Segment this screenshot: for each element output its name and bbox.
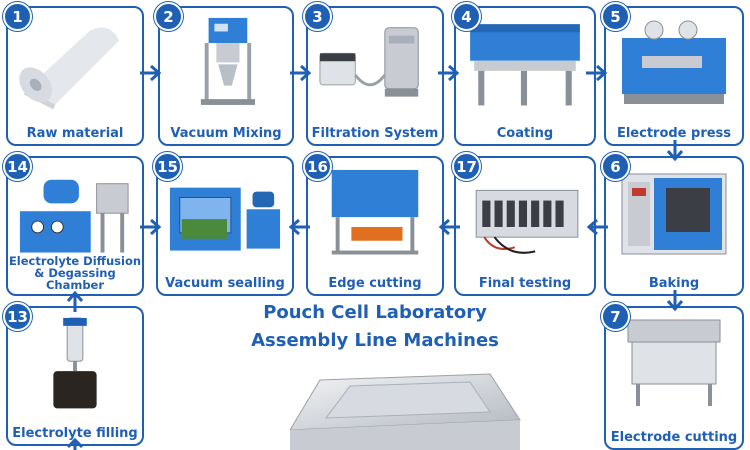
step-coating: Coating (454, 6, 596, 146)
arrow-down-icon (666, 290, 684, 312)
step-final-testing: Final testing (454, 156, 596, 296)
step-electrode-press: Electrode press (604, 6, 744, 146)
arrow-right-icon (438, 64, 460, 82)
step-label: Electrode cutting (610, 430, 738, 445)
vacuum-oven-image (621, 173, 727, 255)
step-number-badge: 13 (3, 302, 32, 331)
step-label: Vacuum Mixing (170, 126, 282, 141)
vacuum-sealer-image (169, 187, 281, 251)
step-number-badge: 1 (3, 2, 32, 31)
filtration-system-image (319, 27, 419, 97)
battery-tester-image (475, 189, 579, 254)
step-label: Raw material (26, 126, 124, 141)
arrow-left-icon (586, 218, 608, 236)
step-number-badge: 5 (601, 2, 630, 31)
arrow-right-icon (586, 64, 608, 82)
step-label-line1: Electrolyte Diffusion (8, 254, 142, 268)
raw-material-roll-image (19, 27, 120, 110)
diagram-title-line2: Assembly Line Machines (251, 330, 499, 351)
edge-cutter-image (331, 169, 419, 255)
arrow-down-icon (666, 140, 684, 162)
step-vacuum-sealling: Vacuum sealling (156, 156, 294, 296)
step-filtration-system: Filtration System (306, 6, 444, 146)
step-number-badge: 4 (452, 2, 481, 31)
arrow-up-icon (66, 438, 84, 450)
step-number-badge: 14 (3, 152, 32, 181)
step-number-badge: 16 (303, 152, 332, 181)
step-label: Final testing (478, 276, 572, 291)
step-number-badge: 17 (452, 152, 481, 181)
step-edge-cutting: Edge cutting (306, 156, 444, 296)
vacuum-mixer-image (200, 17, 255, 105)
step-label: Vacuum sealling (165, 276, 285, 291)
arrow-up-icon (66, 290, 84, 312)
step-number-badge: 15 (153, 152, 182, 181)
step-number-badge: 2 (154, 2, 183, 31)
diagram-title-line1: Pouch Cell Laboratory (263, 302, 487, 323)
arrow-left-icon (438, 218, 460, 236)
coating-machine-image (470, 24, 580, 106)
step-number-badge: 7 (601, 302, 630, 331)
step-vacuum-mixing: Vacuum Mixing (158, 6, 294, 146)
step-number-badge: 6 (601, 152, 630, 181)
step-raw-material: Raw material (6, 6, 144, 146)
step-label: Filtration System (311, 126, 439, 141)
degassing-chamber-image (19, 179, 129, 253)
step-label: Electrode press (616, 126, 732, 141)
arrow-right-icon (140, 64, 162, 82)
step-number-badge: 3 (303, 2, 332, 31)
step-label: Coating (496, 126, 554, 141)
step-electrode-cutting: Electrode cutting (604, 306, 744, 450)
step-label: Baking (648, 276, 700, 291)
pouch-cell-image (290, 373, 521, 450)
arrow-right-icon (140, 218, 162, 236)
step-label: Electrolyte filling (12, 426, 138, 441)
step-label-multiline: Electrolyte Diffusion & Degassing Chambe… (8, 255, 142, 291)
step-electrolyte-filling: Electrolyte filling (6, 306, 144, 446)
step-label: Edge cutting (328, 276, 422, 291)
electrolyte-dispenser-image (53, 317, 97, 409)
step-label-line2: & Degassing Chamber (34, 266, 116, 292)
arrow-left-icon (288, 218, 310, 236)
electrode-press-image (622, 20, 726, 104)
electrode-cutter-image (627, 319, 721, 406)
arrow-right-icon (290, 64, 312, 82)
